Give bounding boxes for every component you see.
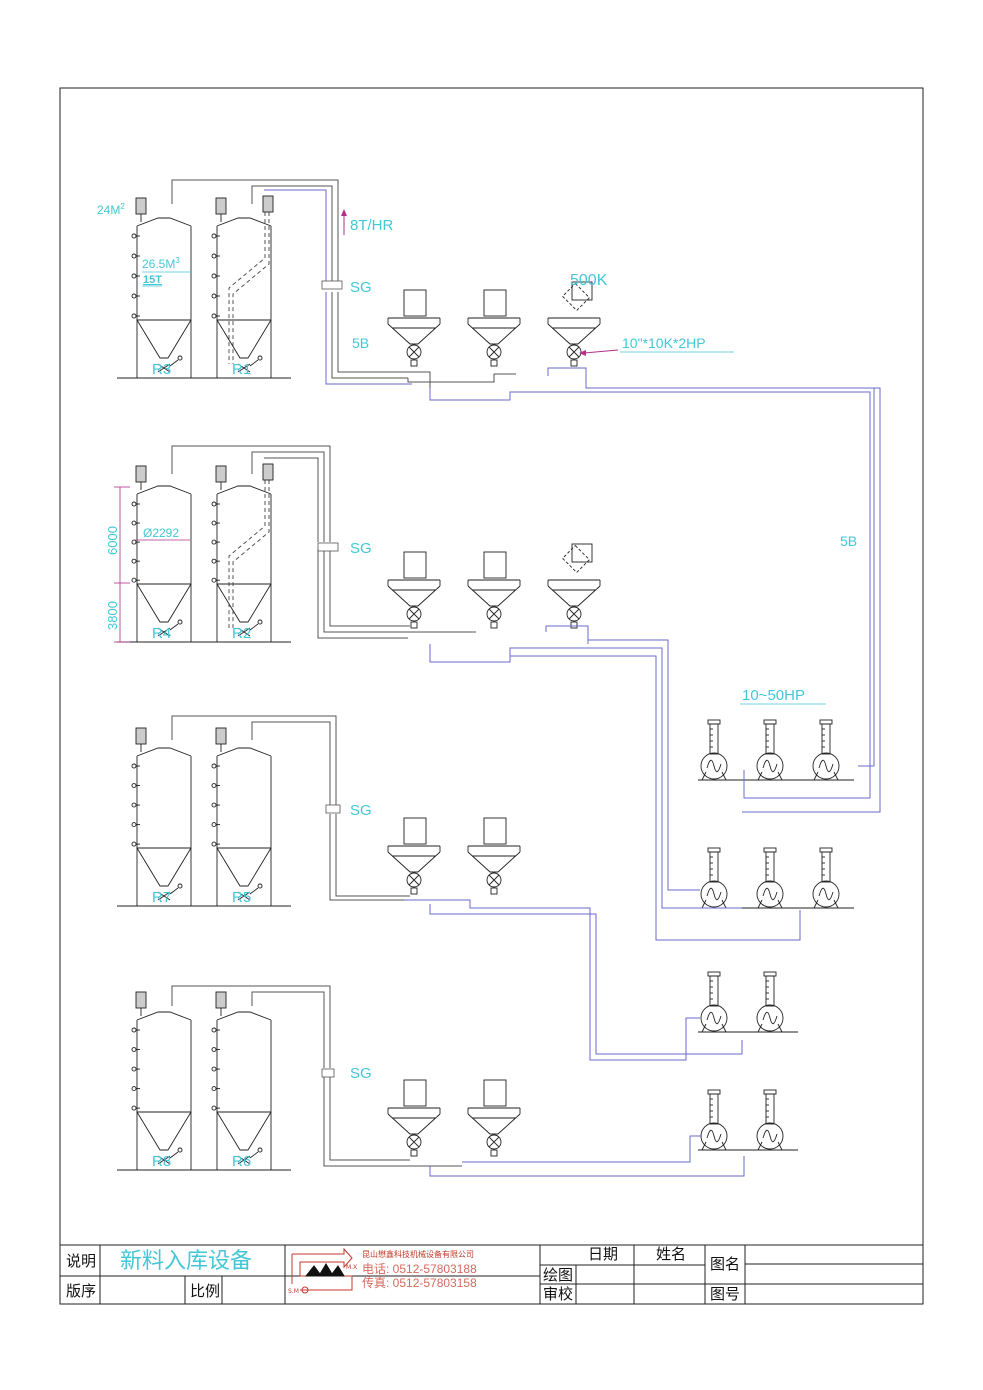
feeder-hopper bbox=[387, 551, 441, 629]
silo-label: R7 bbox=[152, 889, 171, 906]
check-label: 审校 bbox=[543, 1285, 573, 1303]
diameter-label: Ø2292 bbox=[143, 526, 179, 540]
feeder-hopper bbox=[467, 289, 521, 367]
5b-label-left: 5B bbox=[352, 335, 369, 351]
blower-pump bbox=[700, 719, 728, 781]
5b-label-right: 5B bbox=[840, 533, 857, 549]
silo bbox=[117, 465, 211, 643]
blower-pump bbox=[812, 847, 840, 909]
silo-label: R3 bbox=[152, 361, 171, 378]
hopper-group bbox=[387, 281, 601, 1157]
height-upper-label: 6000 bbox=[105, 526, 120, 555]
sg-label-4: SG bbox=[350, 1065, 372, 1082]
company-fax: 传真: 0512-57803158 bbox=[362, 1275, 477, 1290]
company-name: 昆山懋鑫科技机械设备有限公司 bbox=[362, 1249, 474, 1259]
blower-arrow bbox=[579, 349, 619, 356]
feeder-hopper bbox=[467, 551, 521, 629]
silo-label: R2 bbox=[232, 625, 251, 642]
name-label: 姓名 bbox=[656, 1245, 686, 1263]
height-lower-label: 3800 bbox=[105, 601, 120, 630]
feeder-hopper bbox=[467, 1079, 521, 1157]
silo bbox=[117, 197, 211, 379]
company-phone: 电话: 0512-57803188 bbox=[362, 1262, 477, 1276]
feeder-hopper bbox=[467, 817, 521, 895]
sg-label-2: SG bbox=[350, 540, 372, 557]
company-logo bbox=[291, 1247, 353, 1294]
silo bbox=[197, 195, 291, 379]
drawing-no-label: 图号 bbox=[710, 1285, 740, 1303]
feeder-hopper bbox=[387, 817, 441, 895]
silo-label: R6 bbox=[232, 1153, 251, 1170]
drawing-title: 新料入库设备 bbox=[120, 1249, 252, 1274]
desc-label: 说明 bbox=[66, 1252, 96, 1270]
drawn-label: 绘图 bbox=[543, 1266, 573, 1284]
silo bbox=[197, 463, 291, 643]
feeder-hopper bbox=[387, 1079, 441, 1157]
blower-pump bbox=[812, 719, 840, 781]
silo bbox=[197, 727, 291, 907]
feeder-hopper bbox=[547, 543, 601, 629]
flow-rate-arrow bbox=[341, 209, 347, 235]
sg-label-1: SG bbox=[350, 279, 372, 296]
pipelines bbox=[171, 179, 881, 1177]
blower-label: 10"*10K*2HP bbox=[622, 335, 706, 351]
dimension-lines bbox=[114, 486, 190, 643]
silo-label: R4 bbox=[152, 625, 171, 642]
flow-rate-label: 8T/HR bbox=[350, 217, 394, 234]
silo-label: R8 bbox=[152, 1153, 171, 1170]
capacity-label: 15T bbox=[143, 274, 162, 286]
silo-label: R5 bbox=[232, 889, 251, 906]
feeder-hopper bbox=[387, 289, 441, 367]
sg-label-3: SG bbox=[350, 802, 372, 819]
silo-label: R1 bbox=[232, 361, 251, 378]
silo bbox=[117, 727, 211, 907]
pump-group bbox=[698, 719, 854, 1151]
area-label: 24M2 bbox=[97, 202, 125, 217]
scale-label: 比例 bbox=[190, 1282, 220, 1300]
blower-pump bbox=[756, 719, 784, 781]
blower-pump bbox=[756, 1089, 784, 1151]
drawing-border bbox=[59, 87, 924, 1305]
weight-label: 500K bbox=[570, 272, 608, 289]
version-label: 版序 bbox=[66, 1282, 96, 1300]
logo-top-text: M.X bbox=[346, 1264, 357, 1271]
blower-pump bbox=[700, 971, 728, 1033]
blower-pump bbox=[756, 847, 784, 909]
pump-power-label: 10~50HP bbox=[742, 687, 805, 704]
drawing-name-label: 图名 bbox=[710, 1255, 740, 1273]
feeder-hopper bbox=[547, 281, 601, 367]
logo-bottom-text: S.M bbox=[288, 1288, 299, 1295]
blower-pump bbox=[700, 1089, 728, 1151]
date-label: 日期 bbox=[588, 1245, 618, 1263]
sight-glasses bbox=[317, 280, 343, 1078]
blower-pump bbox=[700, 847, 728, 909]
blower-pump bbox=[756, 971, 784, 1033]
volume-label: 26.5M3 bbox=[142, 256, 180, 271]
silo bbox=[197, 991, 291, 1171]
silo bbox=[117, 991, 211, 1171]
